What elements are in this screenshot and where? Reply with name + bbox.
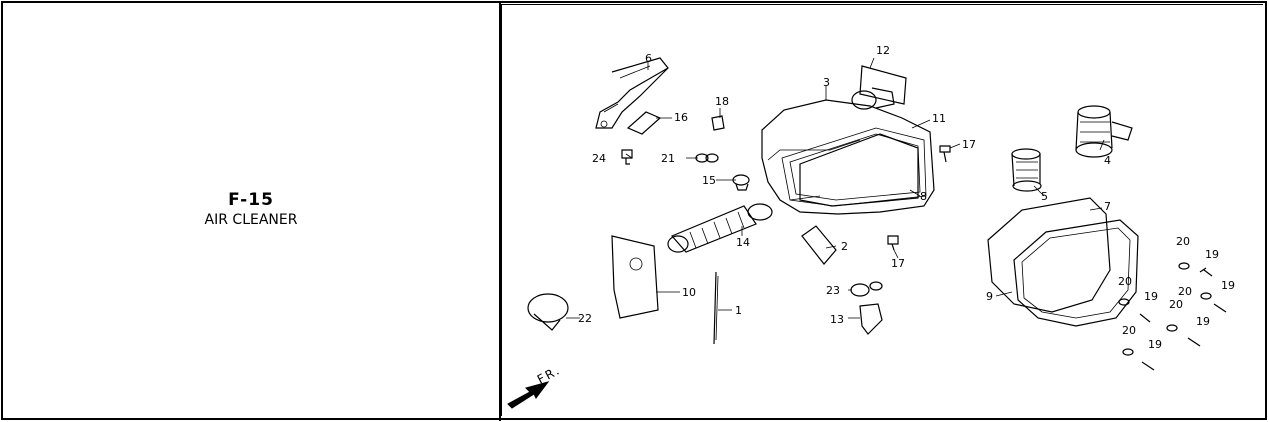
callout-3: 3 [823, 76, 830, 89]
callout-17-lower: 17 [891, 257, 905, 270]
callout-19-b: 19 [1221, 279, 1235, 292]
part-10-plate [611, 235, 659, 319]
callout-24: 24 [592, 152, 606, 165]
part-17-lower-bolt [887, 235, 899, 251]
part-14-hose [667, 203, 773, 253]
callout-11: 11 [932, 112, 946, 125]
section-title-block: F-15 AIR CLEANER [3, 190, 499, 229]
part-2-duct-piece [801, 225, 837, 265]
callout-20-d: 20 [1169, 298, 1183, 311]
callout-1: 1 [735, 304, 742, 317]
callout-20-a: 20 [1176, 235, 1190, 248]
callout-labels: 1 2 3 4 5 6 7 8 9 10 11 12 13 14 15 16 1… [578, 44, 1235, 351]
callout-15: 15 [702, 174, 716, 187]
part-19-20-fasteners [1118, 262, 1227, 371]
part-5-inner-filter [1011, 148, 1042, 192]
callout-20-c: 20 [1118, 275, 1132, 288]
callout-16: 16 [674, 111, 688, 124]
callout-17-upper: 17 [962, 138, 976, 151]
part-7-gasket [987, 197, 1111, 313]
callout-22: 22 [578, 312, 592, 325]
panel-divider [499, 1, 501, 421]
callout-20-e: 20 [1122, 324, 1136, 337]
part-9-cover [1013, 219, 1139, 327]
callout-13: 13 [830, 313, 844, 326]
part-3-housing [761, 99, 935, 215]
callout-19-c: 19 [1144, 290, 1158, 303]
front-direction-arrow: FR. [507, 363, 563, 409]
part-18-clip [711, 115, 725, 131]
callout-14: 14 [736, 236, 750, 249]
part-17-upper-bolt [939, 145, 951, 163]
section-code: F-15 [228, 190, 274, 210]
callout-12: 12 [876, 44, 890, 57]
callout-18: 18 [715, 95, 729, 108]
callout-9: 9 [986, 290, 993, 303]
callout-19-e: 19 [1148, 338, 1162, 351]
leader-lines [566, 57, 1105, 319]
part-6-bracket [595, 57, 669, 129]
callout-23: 23 [826, 284, 840, 297]
part-21-washers [695, 153, 719, 163]
part-16-pad [626, 111, 662, 135]
callout-7: 7 [1104, 200, 1111, 213]
callout-6: 6 [645, 52, 652, 65]
part-15-plug [732, 174, 750, 191]
part-1-strip [713, 271, 719, 345]
callout-20-b: 20 [1178, 285, 1192, 298]
callout-8: 8 [920, 190, 927, 203]
callout-21: 21 [661, 152, 675, 165]
part-4-filter-element [1075, 105, 1133, 158]
part-13-drain [859, 303, 883, 335]
callout-10: 10 [682, 286, 696, 299]
front-direction-label: FR. [535, 363, 563, 387]
callout-19-a: 19 [1205, 248, 1219, 261]
section-name: AIR CLEANER [204, 212, 298, 228]
callout-2: 2 [841, 240, 848, 253]
part-12-duct [851, 65, 907, 110]
part-22-clamp [527, 293, 569, 331]
callout-4: 4 [1104, 154, 1111, 167]
part-23-orings [850, 281, 883, 297]
callout-19-d: 19 [1196, 315, 1210, 328]
callout-5: 5 [1041, 190, 1048, 203]
diagram-panel [501, 4, 1263, 416]
part-8-cover [799, 133, 919, 207]
